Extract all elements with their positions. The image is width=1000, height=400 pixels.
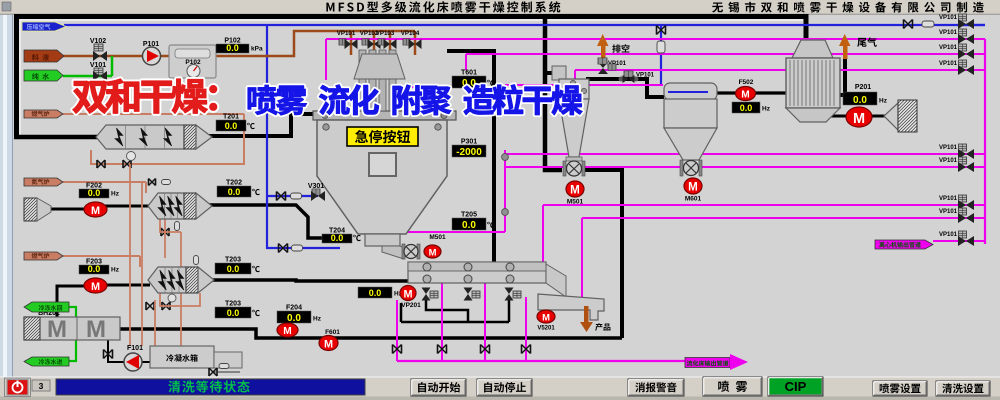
svg-text:VP101: VP101 <box>939 30 958 36</box>
svg-text:Hz: Hz <box>111 191 120 198</box>
svg-text:kPa: kPa <box>251 46 263 53</box>
svg-text:0.0: 0.0 <box>740 103 753 113</box>
svg-text:M: M <box>429 246 437 257</box>
svg-text:T203: T203 <box>225 257 241 264</box>
svg-text:P201: P201 <box>855 84 871 91</box>
svg-text:T201: T201 <box>223 114 239 121</box>
svg-text:VP102: VP102 <box>360 30 379 37</box>
svg-text:M: M <box>403 288 412 300</box>
svg-text:M: M <box>853 111 865 127</box>
svg-text:CIP: CIP <box>785 379 807 394</box>
svg-text:0.0: 0.0 <box>853 95 867 106</box>
svg-text:F101: F101 <box>127 345 143 352</box>
svg-text:VP201: VP201 <box>401 302 421 309</box>
svg-text:P102: P102 <box>185 59 201 66</box>
svg-text:VP101: VP101 <box>337 30 356 37</box>
svg-text:0.0: 0.0 <box>462 220 476 231</box>
svg-text:BH201: BH201 <box>38 310 60 317</box>
svg-text:Hz: Hz <box>879 98 888 105</box>
svg-text:0.0: 0.0 <box>227 264 240 274</box>
svg-text:VP101: VP101 <box>939 45 958 51</box>
svg-text:VP101: VP101 <box>939 209 958 215</box>
svg-text:M: M <box>324 338 333 350</box>
svg-text:M501: M501 <box>567 199 584 206</box>
svg-text:F502: F502 <box>739 79 754 86</box>
svg-text:F204: F204 <box>286 305 302 312</box>
svg-text:M501: M501 <box>429 234 446 241</box>
svg-text:VP101: VP101 <box>939 232 958 238</box>
svg-text:V5201: V5201 <box>537 326 555 332</box>
svg-text:VP101: VP101 <box>636 73 655 79</box>
svg-text:T202: T202 <box>226 180 242 187</box>
svg-text:P102: P102 <box>224 38 240 45</box>
svg-text:0.0: 0.0 <box>225 121 238 131</box>
svg-text:M: M <box>542 311 550 322</box>
svg-text:0.0: 0.0 <box>88 264 101 274</box>
svg-text:0.0: 0.0 <box>227 308 240 318</box>
svg-text:V102: V102 <box>90 38 106 45</box>
svg-text:M: M <box>283 326 291 337</box>
svg-text:0.0: 0.0 <box>88 188 101 198</box>
svg-text:T601: T601 <box>461 70 477 77</box>
svg-text:0.0: 0.0 <box>462 78 476 89</box>
svg-text:M: M <box>570 184 580 197</box>
svg-text:Hz: Hz <box>313 316 322 323</box>
svg-text:Hz: Hz <box>394 291 403 298</box>
svg-text:F202: F202 <box>86 183 102 190</box>
svg-text:VP101: VP101 <box>939 145 958 151</box>
svg-text:T205: T205 <box>461 212 477 219</box>
svg-text:VP101: VP101 <box>939 61 958 67</box>
svg-text:Hz: Hz <box>762 106 771 113</box>
svg-text:M: M <box>47 316 67 343</box>
svg-text:T204: T204 <box>329 228 345 235</box>
svg-text:-2000: -2000 <box>456 147 482 158</box>
svg-text:T203: T203 <box>225 301 241 308</box>
svg-text:M601: M601 <box>685 196 702 203</box>
svg-text:V301: V301 <box>308 183 324 190</box>
svg-text:P101: P101 <box>143 41 159 48</box>
svg-text:0.0: 0.0 <box>287 313 301 324</box>
svg-text:0.0: 0.0 <box>228 187 241 197</box>
svg-text:F203: F203 <box>86 259 102 266</box>
svg-text:VP103: VP103 <box>376 30 395 37</box>
svg-text:M: M <box>86 316 106 343</box>
svg-text:VP101: VP101 <box>939 158 958 164</box>
svg-text:VP101: VP101 <box>939 196 958 202</box>
svg-text:3: 3 <box>39 381 44 391</box>
svg-text:0.0: 0.0 <box>369 288 382 298</box>
svg-text:0.0: 0.0 <box>226 43 239 53</box>
svg-text:M: M <box>688 181 698 194</box>
svg-text:VP101: VP101 <box>939 15 958 21</box>
svg-text:F601: F601 <box>325 329 340 336</box>
svg-text:Hz: Hz <box>111 267 120 274</box>
svg-text:M: M <box>91 205 100 217</box>
svg-text:M: M <box>741 90 749 101</box>
svg-text:0.0: 0.0 <box>331 233 344 243</box>
svg-text:P301: P301 <box>461 139 477 146</box>
svg-text:VP101: VP101 <box>608 61 627 67</box>
svg-text:VP104: VP104 <box>401 30 420 37</box>
svg-text:V101: V101 <box>90 62 106 69</box>
svg-text:M: M <box>91 281 100 293</box>
